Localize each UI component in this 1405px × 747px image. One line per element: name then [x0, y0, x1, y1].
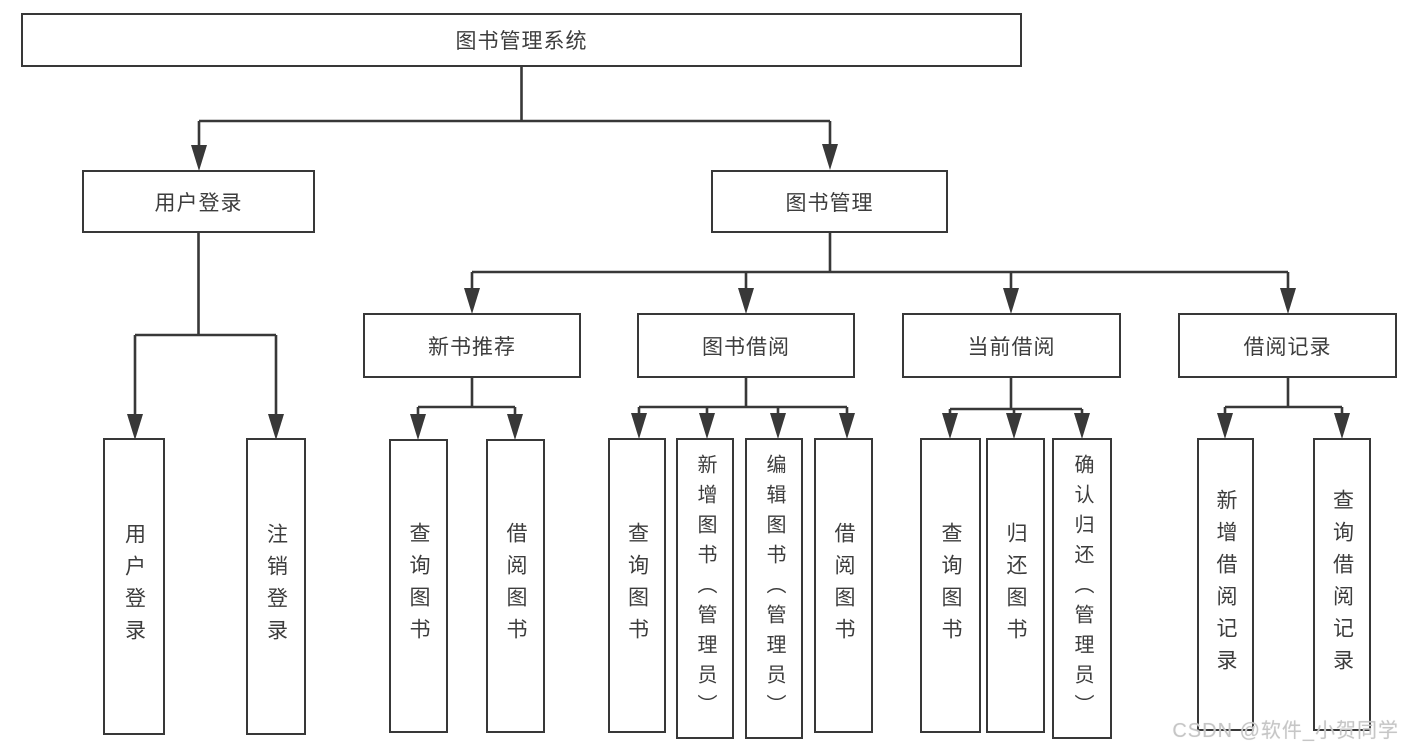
- leaf-edit-books-admin: 编辑图书（管理员）: [745, 438, 803, 739]
- leaf-query-books-borrowing-label: 查询图书: [625, 521, 649, 650]
- connector-borrow-to-children: [637, 378, 849, 416]
- leaf-add-books-admin: 新增图书（管理员）: [676, 438, 734, 739]
- leaf-return-books: 归还图书: [986, 438, 1045, 733]
- leaf-confirm-return-admin-label: 确认归还（管理员）: [1071, 453, 1093, 724]
- connector-new-rec-to-children: [416, 378, 517, 418]
- node-new-book-recommend: 新书推荐: [363, 313, 581, 378]
- leaf-query-books-recommend-label: 查询图书: [407, 522, 430, 650]
- connector-records-to-children: [1223, 378, 1344, 416]
- leaf-query-books-current-label: 查询图书: [939, 521, 962, 650]
- leaf-user-login-label: 用户登录: [122, 522, 146, 651]
- node-book-borrowing: 图书借阅: [637, 313, 855, 378]
- leaf-add-borrow-record-label: 新增借阅记录: [1214, 488, 1237, 681]
- node-borrowing-records: 借阅记录: [1178, 313, 1397, 378]
- node-current-borrowing: 当前借阅: [902, 313, 1121, 378]
- leaf-logout-login-label: 注销登录: [264, 522, 288, 651]
- leaf-add-borrow-record: 新增借阅记录: [1197, 438, 1254, 731]
- csdn-watermark: CSDN @软件_小贺同学: [1172, 720, 1399, 742]
- connector-root-to-level2: [197, 67, 832, 148]
- leaf-query-borrow-record: 查询借阅记录: [1313, 438, 1371, 731]
- connector-current-to-children: [948, 378, 1084, 416]
- node-library-system: 图书管理系统: [21, 13, 1022, 67]
- leaf-confirm-return-admin: 确认归还（管理员）: [1052, 438, 1112, 739]
- node-book-management: 图书管理: [711, 170, 948, 233]
- leaf-query-borrow-record-label: 查询借阅记录: [1330, 488, 1354, 681]
- node-user-login: 用户登录: [82, 170, 315, 233]
- connector-user-login-to-children: [133, 233, 278, 418]
- leaf-query-books-recommend: 查询图书: [389, 439, 448, 733]
- leaf-edit-books-admin-label: 编辑图书（管理员）: [763, 453, 785, 724]
- leaf-borrow-books-borrowing-label: 借阅图书: [832, 521, 855, 650]
- leaf-add-books-admin-label: 新增图书（管理员）: [694, 453, 716, 724]
- leaf-return-books-label: 归还图书: [1004, 521, 1027, 650]
- leaf-borrow-books-recommend: 借阅图书: [486, 439, 545, 733]
- leaf-borrow-books-borrowing: 借阅图书: [814, 438, 873, 733]
- connector-book-mgmt-to-level3: [470, 233, 1290, 292]
- leaf-borrow-books-recommend-label: 借阅图书: [504, 522, 527, 650]
- leaf-query-books-borrowing: 查询图书: [608, 438, 666, 733]
- leaf-user-login: 用户登录: [103, 438, 165, 735]
- leaf-query-books-current: 查询图书: [920, 438, 981, 733]
- leaf-logout-login: 注销登录: [246, 438, 306, 735]
